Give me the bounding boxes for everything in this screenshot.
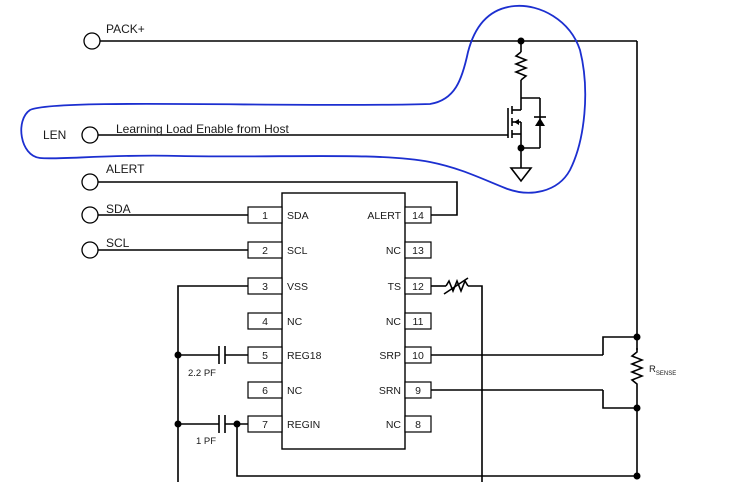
svg-text:3: 3 [262, 281, 268, 293]
right-pin-9: 9 SRN [379, 381, 432, 399]
left-pin-1: 1 SDA [247, 206, 309, 224]
svg-text:TS: TS [388, 281, 401, 293]
right-pin-11: 11 NC [386, 312, 432, 330]
right-pin-8: 8 NC [386, 415, 432, 433]
svg-text:8: 8 [415, 419, 421, 431]
scl-terminal[interactable] [81, 241, 99, 259]
cap1-label: 2.2 PF [188, 368, 216, 379]
svg-text:10: 10 [412, 350, 424, 362]
svg-text:SCL: SCL [287, 245, 308, 257]
sda-label: SDA [106, 202, 131, 216]
svg-text:4: 4 [262, 316, 268, 328]
left-pin-3: 3 VSS [247, 277, 308, 295]
capacitor-regin [178, 415, 641, 480]
len-terminal[interactable] [81, 126, 99, 144]
svg-text:2: 2 [262, 245, 268, 257]
rsense-label: RSENSE [649, 364, 676, 377]
svg-text:SRN: SRN [379, 385, 401, 397]
svg-text:12: 12 [412, 281, 424, 293]
scl-label: SCL [106, 236, 130, 250]
right-pin-14: 14 ALERT [367, 206, 432, 224]
capacitor-reg18 [178, 346, 248, 364]
hand-drawn-annotation [20, 5, 587, 194]
body-diode [534, 116, 546, 126]
svg-text:SDA: SDA [287, 210, 309, 222]
left-pin-7: 7 REGIN [247, 415, 320, 433]
cap2-label: 1 PF [196, 436, 216, 447]
svg-text:7: 7 [262, 419, 268, 431]
alert-wire [98, 181, 458, 216]
alert-label: ALERT [106, 162, 145, 176]
svg-text:1: 1 [262, 210, 268, 222]
sense-resistor-net [431, 333, 645, 412]
learning-load-circuit [507, 37, 546, 183]
thermistor [431, 277, 483, 482]
svg-text:VSS: VSS [287, 281, 308, 293]
svg-text:ALERT: ALERT [367, 210, 401, 222]
svg-text:14: 14 [412, 210, 424, 222]
len-description: Learning Load Enable from Host [116, 122, 289, 136]
svg-text:9: 9 [415, 385, 421, 397]
svg-text:NC: NC [287, 385, 303, 397]
svg-text:NC: NC [287, 316, 303, 328]
right-pin-12: 12 TS [388, 277, 432, 295]
right-pin-10: 10 SRP [379, 346, 432, 364]
ic-chip [281, 192, 406, 450]
svg-text:6: 6 [262, 385, 268, 397]
len-label: LEN [43, 128, 66, 142]
svg-text:SRP: SRP [379, 350, 401, 362]
alert-terminal[interactable] [81, 173, 99, 191]
sda-terminal[interactable] [81, 206, 99, 224]
rsense-resistor [629, 348, 645, 392]
svg-text:NC: NC [386, 419, 402, 431]
right-pin-13: 13 NC [386, 241, 432, 259]
left-pin-4: 4 NC [247, 312, 303, 330]
svg-text:5: 5 [262, 350, 268, 362]
load-resistor [513, 51, 529, 81]
left-pin-5: 5 REG18 [247, 346, 322, 364]
left-pin-6: 6 NC [247, 381, 303, 399]
svg-text:11: 11 [413, 316, 424, 328]
svg-text:REGIN: REGIN [287, 419, 320, 431]
pack-plus-terminal[interactable] [83, 32, 101, 50]
svg-text:NC: NC [386, 316, 402, 328]
ground-symbol [509, 167, 533, 183]
pack-plus-label: PACK+ [106, 22, 145, 36]
svg-text:NC: NC [386, 245, 402, 257]
left-pin-2: 2 SCL [247, 241, 308, 259]
svg-text:13: 13 [412, 245, 424, 257]
mosfet [507, 98, 522, 148]
svg-text:REG18: REG18 [287, 350, 322, 362]
